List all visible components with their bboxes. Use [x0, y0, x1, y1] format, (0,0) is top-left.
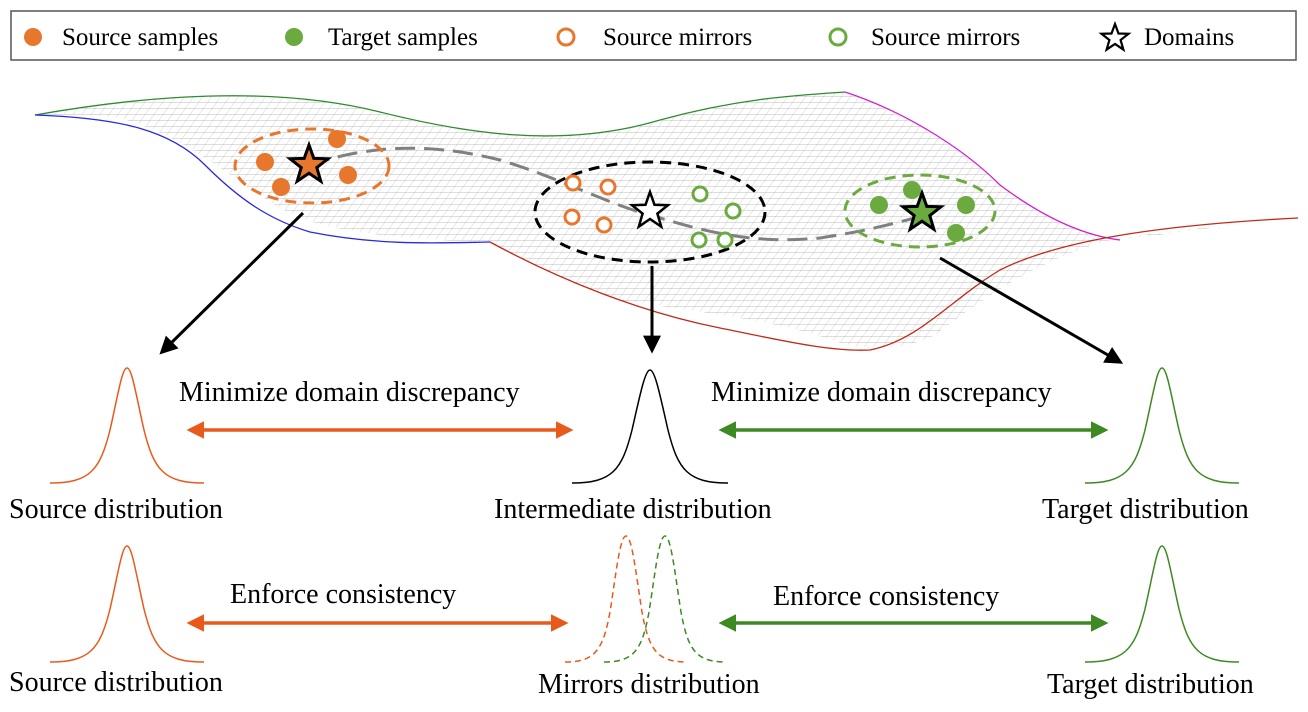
- surface-edge-green: [34, 91, 846, 137]
- legend-label-target-samples: Target samples: [328, 24, 478, 51]
- source-sample-point: [339, 166, 357, 184]
- legend-label-source-mirrors-orange: Source mirrors: [603, 24, 752, 51]
- hollow-green-circle-icon: [828, 27, 848, 47]
- row2-right-arrow-text: Enforce consistency: [773, 581, 999, 612]
- row2-target-label: Target distribution: [1047, 669, 1254, 700]
- surface-edge-blue: [34, 114, 491, 244]
- row1-target-label: Target distribution: [1042, 494, 1249, 525]
- row2-left-arrow-text: Enforce consistency: [230, 579, 456, 610]
- row1-right-arrow-text: Minimize domain discrepancy: [711, 377, 1052, 408]
- target-down-arrow: [939, 256, 1124, 364]
- source-sample-point: [256, 153, 274, 171]
- source-cluster: [233, 127, 391, 205]
- source-mirror-point-green: [690, 231, 708, 249]
- star-icon: [1098, 20, 1132, 53]
- intermediate-domain-star-icon: [628, 188, 672, 230]
- surface-edge-red: [489, 217, 1299, 351]
- source-sample-point: [328, 130, 346, 148]
- source-mirror-point-green: [716, 231, 734, 249]
- intermediate-cluster-ellipse: [533, 160, 767, 264]
- source-cluster-ellipse: [233, 127, 391, 205]
- source-mirror-point-orange: [599, 178, 617, 196]
- target-sample-point: [870, 196, 888, 214]
- source-mirror-point-orange: [595, 216, 613, 234]
- row1-source-label: Source distribution: [9, 494, 223, 525]
- legend-label-domains: Domains: [1144, 24, 1234, 51]
- legend-label-source-mirrors-green: Source mirrors: [871, 24, 1020, 51]
- filled-green-circle-icon: [285, 28, 303, 46]
- surface-mesh: [35, 92, 1298, 348]
- source-domain-star-icon: [285, 140, 333, 185]
- mirror-distribution-curve-orange: [564, 535, 688, 663]
- source-down-arrow: [159, 211, 305, 355]
- target-cluster-ellipse: [843, 173, 997, 249]
- target-sample-point: [947, 224, 965, 242]
- source-sample-point: [272, 178, 290, 196]
- target-cluster: [843, 173, 997, 249]
- legend-label-source-samples: Source samples: [62, 24, 218, 51]
- filled-orange-circle-icon: [24, 28, 42, 46]
- row2-source-label: Source distribution: [9, 667, 223, 698]
- row2-mirrors-label: Mirrors distribution: [538, 669, 760, 700]
- target-distribution-curve-row2: [1084, 545, 1240, 663]
- source-mirror-point-orange: [563, 208, 581, 226]
- row1-left-arrow-text: Minimize domain discrepancy: [179, 377, 520, 408]
- intermediate-cluster: [533, 160, 767, 264]
- target-sample-point: [903, 181, 921, 199]
- target-domain-star-icon: [898, 188, 946, 233]
- source-mirror-point-green: [691, 185, 709, 203]
- target-sample-point: [957, 196, 975, 214]
- row1-intermediate-label: Intermediate distribution: [494, 494, 772, 525]
- source-mirror-point-orange: [564, 174, 582, 192]
- legend-box: [10, 10, 1297, 61]
- hollow-orange-circle-icon: [556, 27, 576, 47]
- intermediate-distribution-curve: [571, 369, 729, 484]
- source-distribution-curve: [49, 367, 205, 484]
- surface-edge-magenta: [844, 91, 1121, 241]
- target-distribution-curve: [1084, 367, 1240, 484]
- mirror-distribution-curve-green: [603, 535, 727, 663]
- manifold-surface: [34, 91, 1299, 351]
- source-distribution-curve-row2: [49, 545, 205, 663]
- legend: Source samples Target samples Source mir…: [10, 10, 1297, 61]
- source-mirror-point-green: [724, 202, 742, 220]
